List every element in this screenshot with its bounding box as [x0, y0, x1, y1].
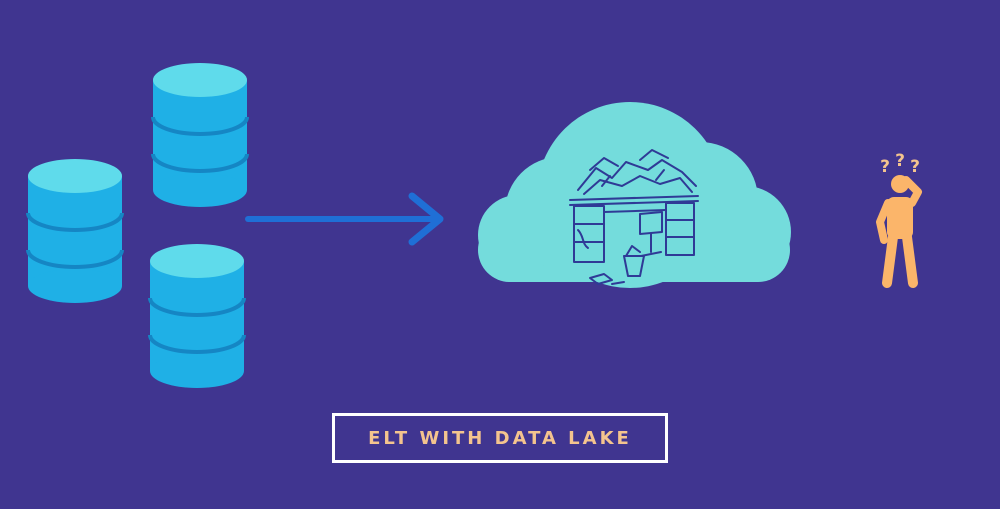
messy-desk-icon	[569, 149, 699, 285]
question-mark-1: ?	[880, 157, 890, 177]
confused-person-icon: ? ? ?	[876, 151, 922, 288]
question-mark-2: ?	[895, 151, 905, 171]
database-icon	[26, 159, 124, 303]
arrow-right-icon	[245, 192, 444, 246]
question-mark-3: ?	[910, 157, 920, 177]
caption-box: ELT WITH DATA LAKE	[332, 413, 668, 463]
caption-text: ELT WITH DATA LAKE	[368, 427, 632, 449]
cloud-icon	[478, 102, 791, 288]
database-icon	[148, 244, 246, 388]
database-icon	[151, 63, 249, 207]
